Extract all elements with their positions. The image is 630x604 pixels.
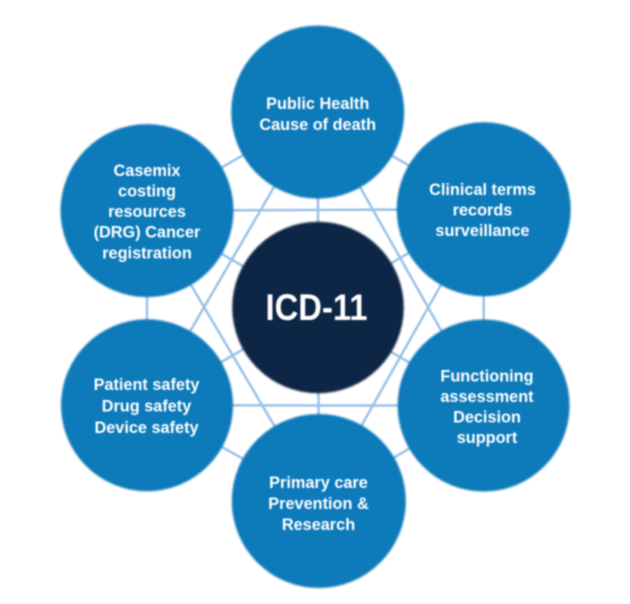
svg-text:support: support [457,429,518,447]
svg-text:Cause of death: Cause of death [259,116,376,134]
svg-text:Clinical terms: Clinical terms [429,181,536,199]
svg-text:assessment: assessment [440,388,534,406]
svg-text:Decision: Decision [453,408,521,426]
svg-text:Patient safety: Patient safety [94,376,200,394]
svg-text:Functioning: Functioning [440,367,533,385]
svg-text:records: records [453,201,513,219]
svg-text:Casemix: Casemix [114,162,181,180]
svg-text:resources: resources [108,203,186,221]
svg-text:(DRG) Cancer: (DRG) Cancer [94,224,201,242]
svg-text:surveillance: surveillance [435,222,529,240]
svg-text:Drug safety: Drug safety [102,398,192,416]
svg-text:Device safety: Device safety [94,419,198,437]
svg-text:Public Health: Public Health [266,95,369,113]
svg-text:ICD-11: ICD-11 [266,287,368,328]
svg-text:costing: costing [118,183,176,201]
svg-text:registration: registration [102,244,192,262]
svg-text:Primary care: Primary care [269,474,368,492]
svg-text:Research: Research [282,516,355,534]
svg-text:Prevention &: Prevention & [268,495,369,513]
